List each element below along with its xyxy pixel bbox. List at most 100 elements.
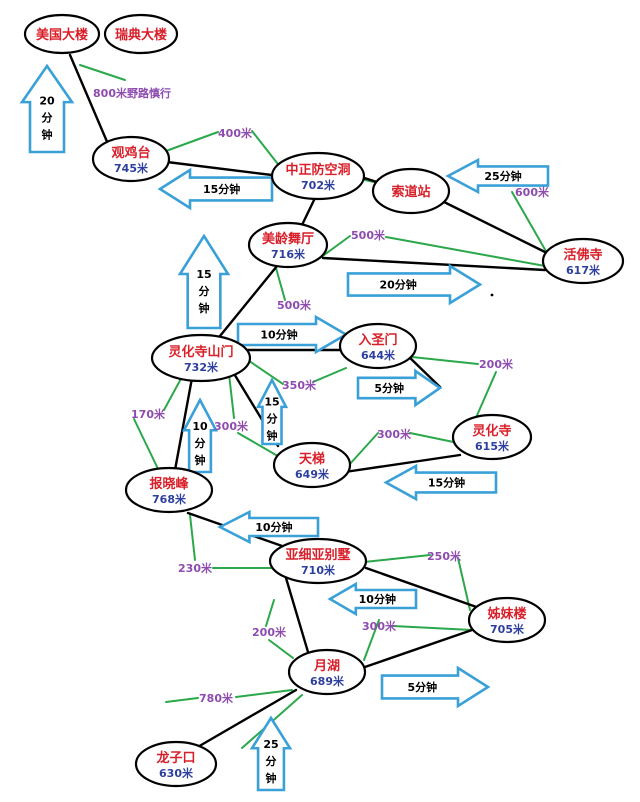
location-node <box>541 237 625 285</box>
walking-time-label: 10 <box>192 420 208 433</box>
walking-time-label: 钟 <box>266 771 277 785</box>
walking-time-label: 20 <box>39 95 55 108</box>
distance-leader <box>265 599 275 627</box>
location-node <box>272 441 352 489</box>
time-arrow <box>383 463 498 502</box>
location-altitude: 702米 <box>301 178 336 192</box>
trail-segment <box>165 160 282 178</box>
time-arrow <box>445 157 550 195</box>
distance-leader <box>133 418 161 474</box>
walking-time-label: 分 <box>266 754 277 768</box>
location-node <box>124 466 214 514</box>
distance-label: 170米 <box>131 407 166 421</box>
location-name: 瑞典大楼 <box>115 27 167 43</box>
walking-time-label: 15分钟 <box>203 182 240 196</box>
location-name: 入圣门 <box>358 332 397 348</box>
trail-segment <box>284 576 310 654</box>
distance-leader <box>312 367 347 383</box>
time-arrow <box>255 377 289 446</box>
time-arrow <box>356 368 443 408</box>
location-name: 姊妹楼 <box>486 606 526 622</box>
location-altitude: 705米 <box>490 622 525 636</box>
distance-label: 300米 <box>214 419 249 433</box>
time-arrow <box>217 509 320 545</box>
location-node <box>451 413 533 461</box>
distance-label: 400米 <box>218 126 253 140</box>
location-altitude: 732米 <box>184 360 219 374</box>
distance-leader <box>457 557 471 611</box>
location-altitude: 745米 <box>114 161 149 175</box>
distance-leader <box>189 514 196 561</box>
trail-segment <box>300 196 317 227</box>
location-altitude: 768米 <box>152 492 187 506</box>
time-arrow <box>181 397 219 474</box>
location-name: 天梯 <box>299 451 325 467</box>
location-node <box>103 13 179 55</box>
trail-segment <box>68 53 110 146</box>
location-name: 美国大楼 <box>36 27 88 43</box>
location-altitude: 630米 <box>159 766 194 780</box>
location-node <box>247 221 329 269</box>
location-altitude: 649米 <box>295 467 330 481</box>
location-name: 活佛寺 <box>563 247 602 263</box>
distance-label: 250米 <box>427 549 462 563</box>
time-arrow <box>19 63 75 154</box>
distance-leader <box>319 235 351 259</box>
walking-time-label: 钟 <box>199 301 210 315</box>
distance-leader <box>363 619 380 661</box>
location-altitude: 617米 <box>566 263 601 277</box>
distance-label: 200米 <box>479 357 514 371</box>
walking-time-label: 15分钟 <box>428 476 465 490</box>
distance-label: 350米 <box>282 378 317 392</box>
distance-label: 600米 <box>515 185 550 199</box>
distance-label: 200米 <box>252 625 287 639</box>
location-node <box>268 537 368 585</box>
location-name: 索道站 <box>391 184 430 200</box>
distance-leader <box>235 689 293 698</box>
walking-time-label: 10分钟 <box>359 592 396 606</box>
walking-time-label: 15 <box>196 268 211 281</box>
location-node <box>467 596 547 644</box>
stray-dot <box>490 293 494 297</box>
walking-time-label: 钟 <box>195 453 206 467</box>
location-altitude: 716米 <box>271 247 306 261</box>
trail-segment <box>360 628 474 670</box>
walking-time-label: 25分钟 <box>484 169 521 183</box>
distance-leader <box>511 191 548 254</box>
walking-time-label: 分 <box>195 436 206 450</box>
location-name: 灵化寺山门 <box>168 344 233 360</box>
trail-segment <box>173 376 194 472</box>
location-altitude: 615米 <box>475 439 510 453</box>
time-arrow <box>157 167 274 211</box>
location-node <box>91 135 171 183</box>
distance-leader <box>275 267 286 301</box>
location-node <box>150 333 252 383</box>
distance-leader <box>79 64 126 81</box>
distance-leader <box>165 131 219 152</box>
distance-leader <box>237 432 277 456</box>
location-node <box>23 13 101 55</box>
location-name: 报晓峰 <box>149 476 189 492</box>
distance-leader <box>411 356 479 365</box>
walking-time-label: 钟 <box>267 428 278 442</box>
walking-time-label: 分 <box>42 111 53 125</box>
distance-leader <box>363 554 431 563</box>
location-node <box>134 740 218 788</box>
location-name: 美龄舞厅 <box>262 231 314 247</box>
walking-time-label: 分 <box>199 284 210 298</box>
distance-label: 780米 <box>199 691 234 705</box>
distance-label: 800米野路慎行 <box>93 86 171 100</box>
distance-label: 500米 <box>277 298 312 312</box>
location-name: 观鸡台 <box>111 145 150 161</box>
time-arrow <box>236 314 349 355</box>
trail-segment <box>404 352 442 389</box>
distance-leader <box>474 371 497 421</box>
location-name: 亚细亚别墅 <box>285 547 350 563</box>
trail-segment <box>438 198 549 255</box>
walking-time-label: 10分钟 <box>255 520 292 534</box>
trail-segment <box>218 264 279 338</box>
location-name: 龙子口 <box>156 750 195 766</box>
time-arrow <box>249 715 293 792</box>
